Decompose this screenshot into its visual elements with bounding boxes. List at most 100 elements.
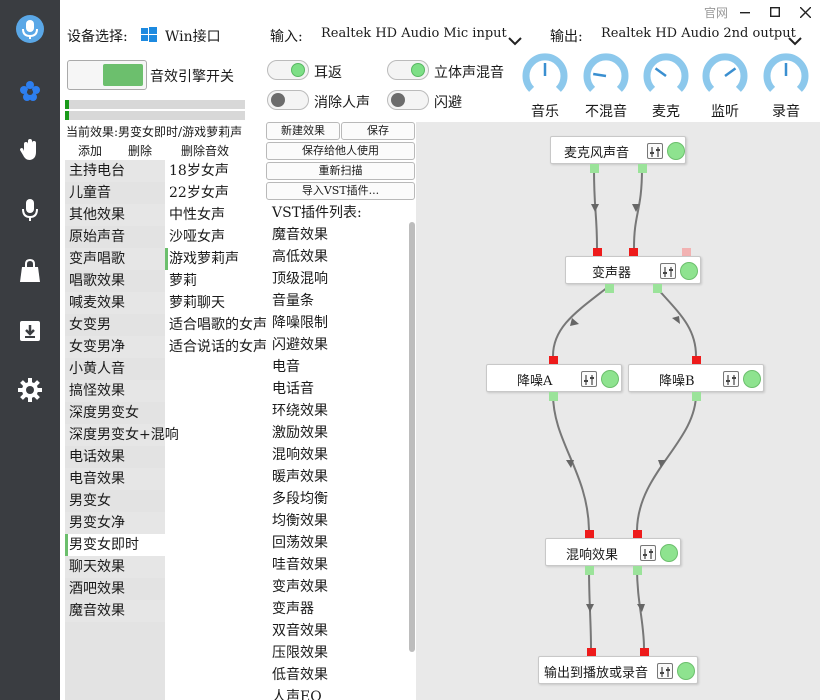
vst-plugin-item[interactable]: 低音效果	[272, 667, 328, 683]
node-enabled-indicator[interactable]	[743, 370, 761, 388]
minimize-icon[interactable]	[733, 2, 757, 22]
category-item[interactable]: 男变女即时	[65, 534, 165, 556]
node-settings-icon[interactable]	[657, 663, 673, 679]
port-out[interactable]	[590, 164, 599, 173]
category-item[interactable]: 深度男变女	[69, 405, 139, 421]
category-item[interactable]: 电音效果	[65, 468, 165, 490]
graph-node-changer[interactable]: 变声器	[565, 256, 701, 284]
category-item[interactable]: 魔音效果	[65, 600, 165, 622]
close-icon[interactable]	[793, 2, 817, 22]
port-out[interactable]	[585, 566, 594, 575]
preset-item[interactable]: 游戏萝莉声	[165, 248, 263, 270]
volume-dial[interactable]	[642, 52, 690, 100]
node-settings-icon[interactable]	[660, 263, 676, 279]
volume-dial[interactable]	[521, 52, 569, 100]
vst-plugin-item[interactable]: 变声器	[272, 601, 314, 617]
category-item[interactable]: 小黄人音	[69, 361, 125, 377]
node-settings-icon[interactable]	[723, 371, 739, 387]
settings-gear-icon[interactable]	[10, 370, 50, 410]
node-enabled-indicator[interactable]	[660, 544, 678, 562]
vst-plugin-item[interactable]: 多段均衡	[272, 491, 328, 507]
category-item[interactable]: 主持电台	[65, 160, 165, 182]
vst-plugin-item[interactable]: 均衡效果	[272, 513, 328, 529]
category-item[interactable]: 搞怪效果	[65, 380, 165, 402]
node-enabled-indicator[interactable]	[667, 142, 685, 160]
preset-item[interactable]: 中性女声	[169, 207, 225, 223]
vst-scrollbar[interactable]	[409, 222, 415, 652]
chevron-down-icon[interactable]	[788, 31, 802, 50]
vst-plugin-item[interactable]: 变声效果	[272, 579, 328, 595]
vst-plugin-item[interactable]: 高低效果	[272, 249, 328, 265]
graph-node-noise-b[interactable]: 降噪B	[628, 364, 764, 392]
port-out[interactable]	[692, 392, 701, 401]
node-settings-icon[interactable]	[647, 143, 663, 159]
graph-node-reverb[interactable]: 混响效果	[545, 538, 681, 566]
effects-flower-icon[interactable]	[10, 71, 50, 111]
port-out[interactable]	[605, 284, 614, 293]
preset-item[interactable]: 沙哑女声	[169, 229, 225, 245]
vst-plugin-item[interactable]: 混响效果	[272, 447, 328, 463]
port-in[interactable]	[593, 248, 602, 257]
stereo-mix-toggle[interactable]	[387, 60, 429, 80]
category-item[interactable]: 女变男净	[65, 336, 165, 358]
vst-plugin-item[interactable]: 激励效果	[272, 425, 328, 441]
preset-item[interactable]: 适合唱歌的女声	[169, 317, 267, 333]
microphone-icon[interactable]	[10, 190, 50, 230]
vst-plugin-item[interactable]: 压限效果	[272, 645, 328, 661]
category-item[interactable]: 喊麦效果	[65, 292, 165, 314]
download-icon[interactable]	[10, 311, 50, 351]
volume-dial[interactable]	[762, 52, 810, 100]
volume-dial[interactable]	[701, 52, 749, 100]
vst-plugin-item[interactable]: 双音效果	[272, 623, 328, 639]
volume-dial[interactable]	[582, 52, 630, 100]
port-out[interactable]	[633, 566, 642, 575]
vst-plugin-item[interactable]: 电话音	[272, 381, 314, 397]
category-item[interactable]: 男变女净	[65, 512, 165, 534]
ear-return-toggle[interactable]	[267, 60, 309, 80]
port-in-inactive[interactable]	[682, 248, 691, 257]
input-select-value[interactable]: Realtek HD Audio Mic input	[321, 26, 507, 41]
node-settings-icon[interactable]	[581, 371, 597, 387]
category-item[interactable]: 聊天效果	[65, 556, 165, 578]
category-item[interactable]: 唱歌效果	[69, 273, 125, 289]
graph-node-noise-a[interactable]: 降噪A	[486, 364, 622, 392]
vst-plugin-item[interactable]: 哇音效果	[272, 557, 328, 573]
vst-plugin-item[interactable]: 暖声效果	[272, 469, 328, 485]
category-item[interactable]: 其他效果	[65, 204, 165, 226]
category-item[interactable]: 女变男	[69, 317, 111, 333]
vst-plugin-item[interactable]: 环绕效果	[272, 403, 328, 419]
port-in[interactable]	[633, 530, 642, 539]
category-item[interactable]: 酒吧效果	[69, 581, 125, 597]
output-select-value[interactable]: Realtek HD Audio 2nd output	[601, 26, 796, 41]
save-share-button[interactable]: 保存给他人使用	[266, 142, 415, 160]
import-vst-button[interactable]: 导入VST插件...	[266, 182, 415, 200]
category-item[interactable]: 深度男变女+混响	[65, 424, 179, 446]
device-select-value[interactable]: Win接口	[165, 29, 221, 45]
delete-effect-button[interactable]: 删除音效	[181, 144, 230, 158]
node-enabled-indicator[interactable]	[680, 262, 698, 280]
preset-item[interactable]: 萝莉聊天	[169, 295, 225, 311]
vst-plugin-item[interactable]: 回荡效果	[272, 535, 328, 551]
chevron-down-icon[interactable]	[508, 31, 522, 50]
vst-plugin-item[interactable]: 电音	[272, 359, 300, 375]
add-button[interactable]: 添加	[78, 144, 103, 158]
port-in[interactable]	[585, 530, 594, 539]
microphone-logo-icon[interactable]	[10, 9, 50, 49]
category-item[interactable]: 原始声音	[69, 229, 125, 245]
port-in[interactable]	[587, 648, 596, 657]
save-button[interactable]: 保存	[341, 122, 415, 140]
vst-plugin-item[interactable]: 魔音效果	[272, 227, 328, 243]
remove-vocal-toggle[interactable]	[267, 90, 309, 110]
vst-plugin-item[interactable]: 降噪限制	[272, 315, 328, 331]
hand-wave-icon[interactable]	[10, 130, 50, 170]
graph-node-output[interactable]: 输出到播放或录音	[538, 656, 698, 684]
port-in[interactable]	[640, 648, 649, 657]
maximize-icon[interactable]	[763, 2, 787, 22]
new-effect-button[interactable]: 新建效果	[266, 122, 340, 140]
category-item[interactable]: 电话效果	[69, 449, 125, 465]
vst-plugin-item[interactable]: 人声EQ	[272, 689, 322, 700]
preset-item[interactable]: 适合说话的女声	[169, 339, 267, 355]
shopping-bag-icon[interactable]	[10, 251, 50, 291]
category-item[interactable]: 变声唱歌	[65, 248, 165, 270]
port-in[interactable]	[629, 248, 638, 257]
